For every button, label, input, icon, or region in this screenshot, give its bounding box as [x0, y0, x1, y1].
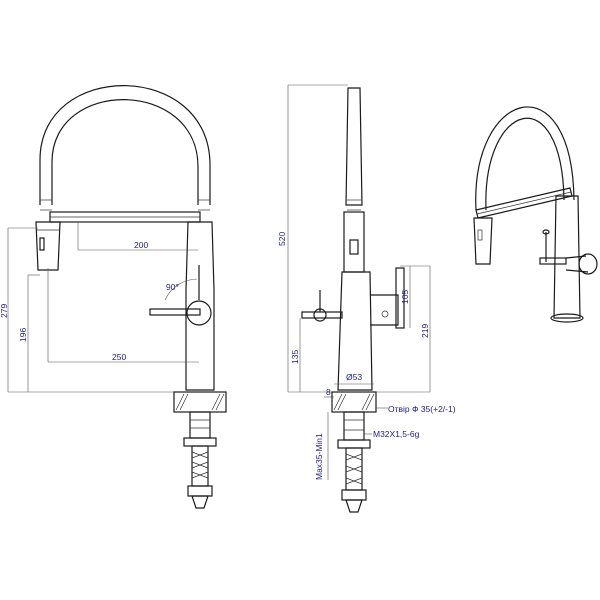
front-view: 90° 200 279 196 250: [0, 85, 227, 509]
persp-spout-arch-outer: [475, 106, 575, 211]
side-dim-219: 219: [420, 324, 430, 338]
front-dim-250: 250: [112, 352, 126, 362]
side-hole-label: Отвір Ф 35(+2/-1): [388, 404, 456, 414]
front-angle-label: 90°: [166, 282, 179, 292]
front-spout-arch-inner: [51, 99, 199, 205]
front-angle-arc: [164, 278, 198, 301]
side-view: 520 105 219 135 Ø53 8: [277, 84, 456, 513]
front-dim-200: 200: [134, 240, 148, 250]
side-lever-block: [370, 294, 399, 326]
side-dim-105: 105: [400, 290, 410, 304]
front-spring-bands: [40, 199, 210, 211]
persp-spout-arch-inner: [485, 117, 565, 211]
side-hoses: [341, 447, 367, 513]
persp-spray-head: [473, 217, 493, 265]
side-spout: [345, 87, 363, 206]
side-dim-520: 520: [277, 232, 287, 246]
side-dim-d53: Ø53: [346, 372, 362, 382]
side-dim-8: 8: [326, 387, 331, 397]
front-lever-knob: [186, 300, 212, 326]
side-body: [337, 271, 373, 391]
front-mount-base: [173, 391, 227, 447]
perspective-view: [473, 106, 598, 323]
persp-lever-knob: [578, 253, 598, 275]
front-body: [185, 221, 215, 391]
side-left-lever: [301, 311, 343, 319]
persp-base: [550, 313, 584, 323]
side-thread-label: M32X1,5-6g: [373, 429, 420, 439]
side-spray-head: [343, 211, 365, 273]
front-dim-279: 279: [0, 304, 9, 318]
front-spray-head: [35, 221, 61, 271]
side-mount-label: Max35-Min1: [314, 433, 324, 480]
front-dim-196: 196: [18, 328, 28, 342]
side-dim-135: 135: [290, 350, 300, 364]
front-spout-arch-outer: [39, 85, 211, 205]
side-mount-base: [331, 391, 377, 449]
persp-body: [553, 195, 581, 319]
front-hoses: [187, 445, 213, 509]
